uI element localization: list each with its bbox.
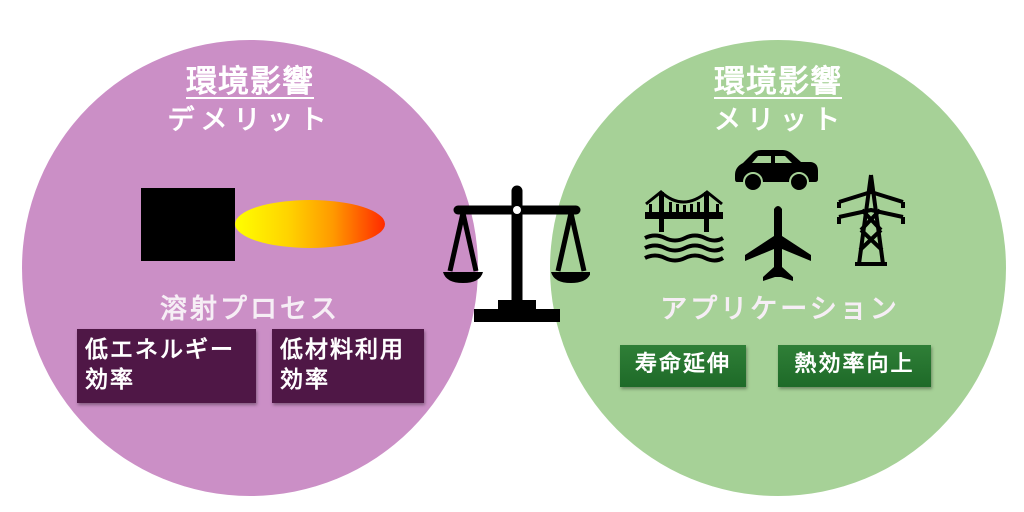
substrate-block-icon [141, 188, 235, 261]
right-title: 環境影響 [714, 64, 842, 100]
airplane-icon [745, 206, 811, 281]
disadvantage-item: 低材料利用 効率 [272, 329, 424, 403]
item-line1: 低材料利用 [280, 337, 405, 363]
disadvantage-item: 低エネルギー 効率 [77, 329, 256, 403]
disadvantage-circle [22, 40, 478, 496]
spray-flame-icon [235, 200, 385, 248]
advantage-item: 寿命延伸 [620, 345, 746, 387]
item-line2: 効率 [280, 367, 330, 393]
left-title: 環境影響 [186, 64, 314, 100]
advantage-item: 熱効率向上 [778, 345, 931, 387]
power-tower-icon [837, 174, 905, 266]
bridge-icon [644, 190, 725, 263]
car-icon [735, 150, 818, 192]
left-section-label: 溶射プロセス [160, 294, 340, 325]
item-line1: 低エネルギー [85, 337, 235, 363]
left-subtitle: デメリット [167, 105, 333, 136]
balance-scale-icon [443, 185, 590, 322]
item-line2: 効率 [85, 367, 135, 393]
right-subtitle: メリット [714, 105, 846, 136]
right-section-label: アプリケーション [660, 294, 900, 325]
